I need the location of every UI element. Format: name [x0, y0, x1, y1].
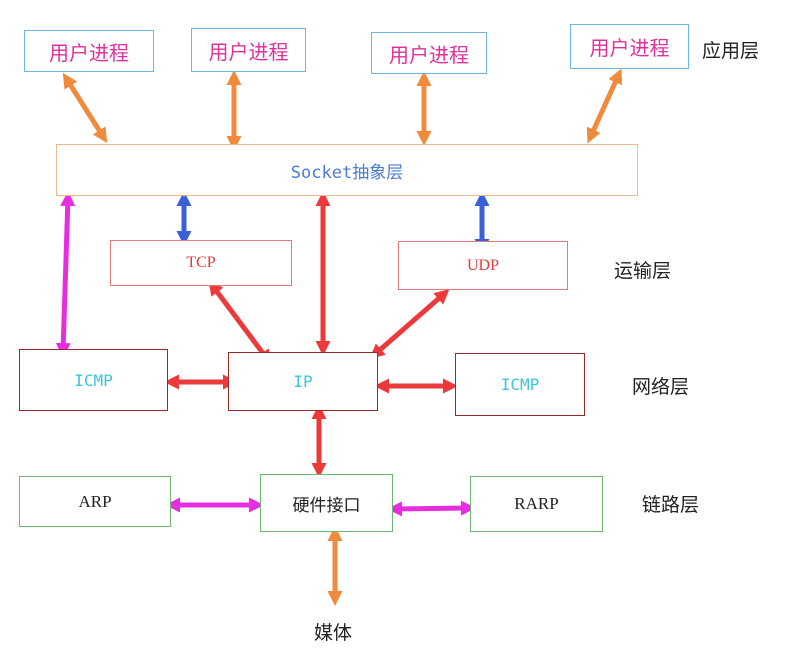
rarp-label: RARP [514, 494, 559, 513]
udp-box: UDP [398, 241, 568, 290]
ip-box: IP [228, 352, 378, 411]
layer-label-application: 应用层 [702, 40, 760, 62]
app-process-1: 用户进程 [24, 30, 154, 72]
hardware-interface-box: 硬件接口 [260, 474, 393, 532]
layer-label-link: 链路层 [642, 494, 700, 516]
arrow-app1-socket [62, 72, 108, 144]
layer-label-network: 网络层 [632, 376, 690, 398]
icmp-right-box: ICMP [455, 353, 585, 416]
app-process-1-label: 用户进程 [49, 40, 129, 65]
socket-layer: Socket抽象层 [56, 144, 638, 196]
arp-box: ARP [19, 476, 171, 527]
icmp-left-box: ICMP [19, 349, 168, 411]
app-process-2-label: 用户进程 [208, 39, 289, 64]
rarp-box: RARP [470, 476, 603, 532]
app-process-4-label: 用户进程 [589, 36, 670, 60]
layer-label-transport: 运输层 [614, 260, 672, 282]
hardware-interface-label: 硬件接口 [292, 495, 361, 515]
media-label: 媒体 [314, 622, 353, 644]
socket-layer-label: Socket抽象层 [290, 162, 404, 183]
arrow-hw-rarp [387, 500, 476, 517]
app-process-2: 用户进程 [191, 28, 306, 72]
arrow-app4-socket [586, 68, 623, 144]
ip-label: IP [293, 372, 313, 391]
app-process-4: 用户进程 [570, 24, 689, 69]
tcp-box: TCP [110, 240, 292, 286]
arrow-tcp-ip [208, 280, 272, 365]
icmp-right-label: ICMP [500, 375, 540, 394]
app-process-3-label: 用户进程 [389, 42, 469, 67]
arrow-socket-icmp [55, 191, 76, 358]
icmp-left-label: ICMP [74, 370, 113, 390]
udp-label: UDP [466, 256, 499, 274]
arrow-udp-ip [369, 289, 450, 359]
arp-label: ARP [78, 491, 112, 511]
app-process-3: 用户进程 [371, 32, 487, 74]
tcp-label: TCP [186, 254, 216, 271]
